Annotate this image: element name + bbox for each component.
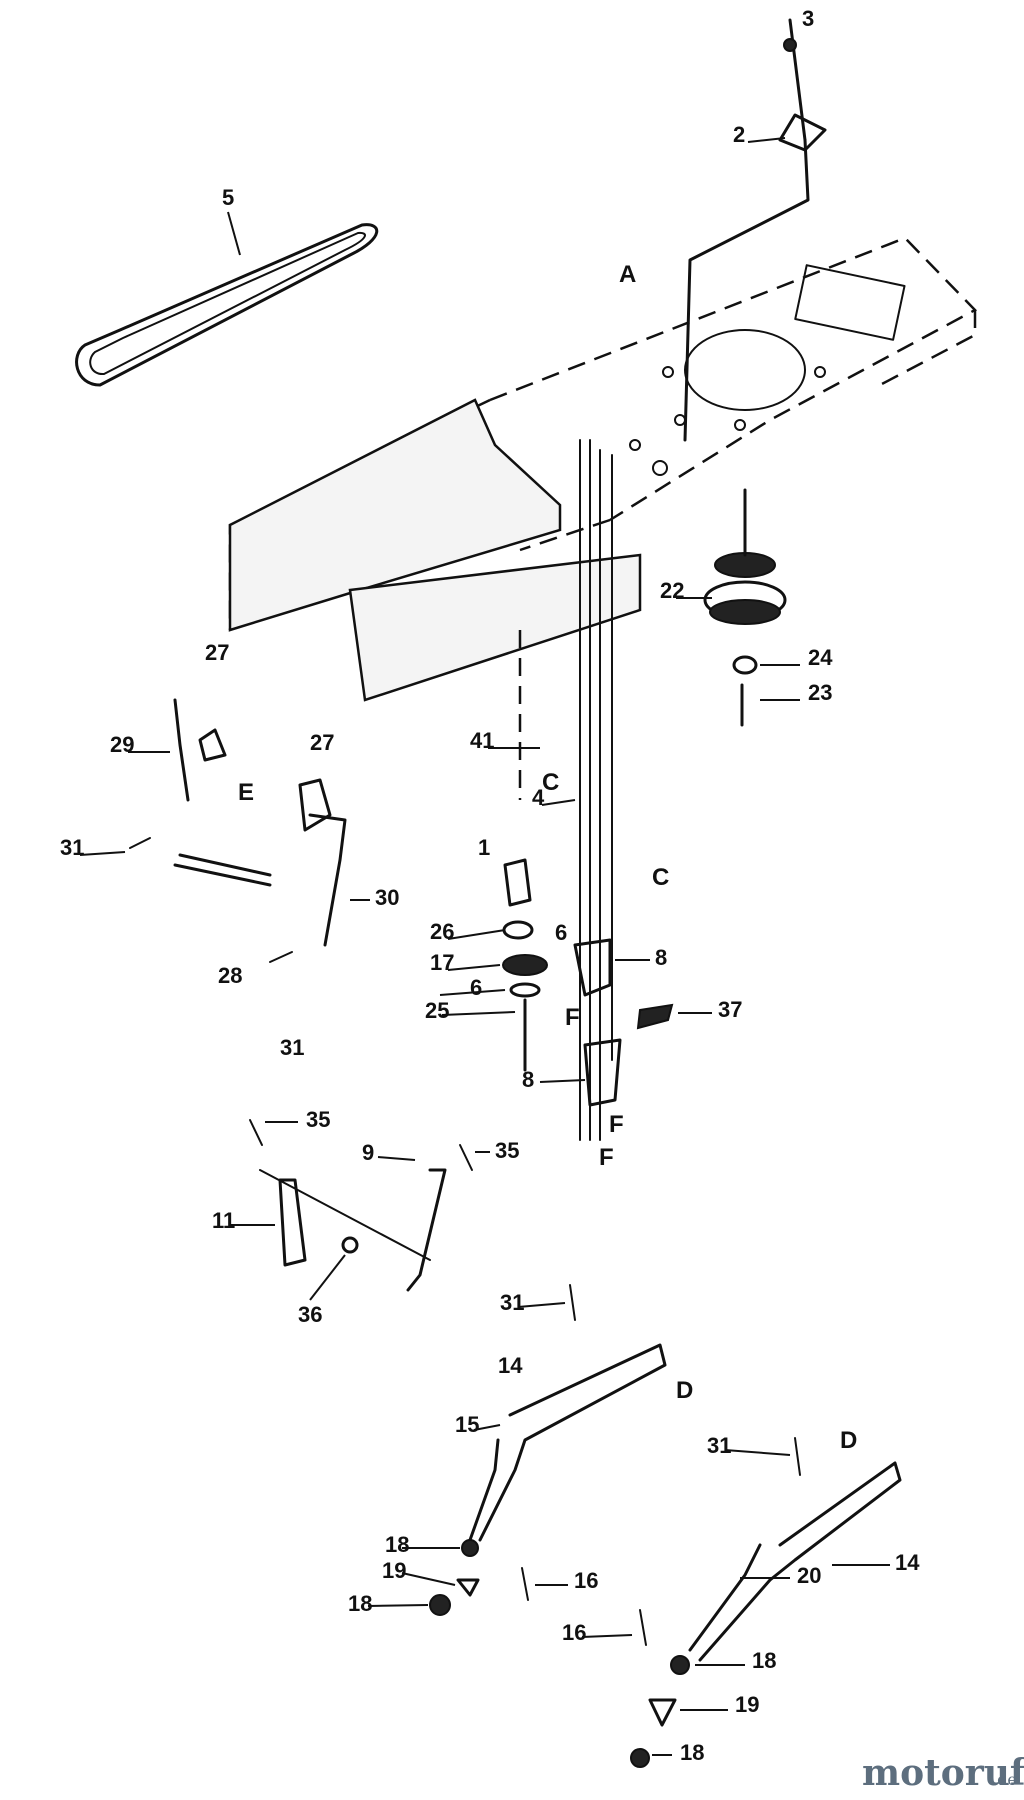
left-lever-set <box>173 698 347 947</box>
ref-C1: C <box>542 769 559 796</box>
ref-A: A <box>619 261 636 288</box>
callout-30: 30 <box>375 885 399 910</box>
callout-8b: 8 <box>522 1067 534 1092</box>
pedal-arm-left <box>429 1343 667 1616</box>
callout-31b: 31 <box>280 1035 304 1060</box>
leader-lines <box>79 137 890 1756</box>
callout-16b: 16 <box>562 1620 586 1645</box>
callout-31c: 31 <box>500 1290 524 1315</box>
callout-5: 5 <box>222 185 234 210</box>
callout-labels: 1 2 3 4 5 6 6 8 8 9 11 14 14 15 16 16 17… <box>60 6 920 1765</box>
callout-9: 9 <box>362 1140 374 1165</box>
callout-14b: 14 <box>895 1550 920 1575</box>
callout-17: 17 <box>430 950 454 975</box>
ref-F2: F <box>609 1111 624 1138</box>
callout-24: 24 <box>808 645 833 670</box>
callout-28: 28 <box>218 963 242 988</box>
watermark-tld: .de <box>992 1770 1017 1789</box>
callout-20: 20 <box>797 1563 821 1588</box>
control-rods <box>518 439 613 1141</box>
top-lever-assembly <box>683 18 827 442</box>
callout-6b: 6 <box>470 975 482 1000</box>
ref-D1: D <box>676 1377 693 1404</box>
ref-F1: F <box>565 1004 580 1031</box>
middle-linkage <box>259 1168 447 1292</box>
drive-belt <box>75 223 379 387</box>
callout-8a: 8 <box>655 945 667 970</box>
callout-19a: 19 <box>382 1558 406 1583</box>
callout-31d: 31 <box>707 1433 731 1458</box>
callout-18b: 18 <box>348 1591 372 1616</box>
callout-35b: 35 <box>495 1138 519 1163</box>
reference-letters: A C C D D E F F F <box>238 261 857 1454</box>
callout-31a: 31 <box>60 835 84 860</box>
ref-F3: F <box>599 1144 614 1171</box>
callout-16a: 16 <box>574 1568 598 1593</box>
callout-41: 41 <box>470 728 494 753</box>
side-rail-panel-right <box>348 553 642 702</box>
callout-23: 23 <box>808 680 832 705</box>
brackets <box>573 938 674 1107</box>
callout-35a: 35 <box>306 1107 330 1132</box>
pedal-arm-right <box>630 1461 902 1768</box>
callout-19b: 19 <box>735 1692 759 1717</box>
callout-14a: 14 <box>498 1353 523 1378</box>
callout-2: 2 <box>733 122 745 147</box>
side-rail-panel-left <box>228 398 562 632</box>
callout-26: 26 <box>430 919 454 944</box>
callout-29: 29 <box>110 732 134 757</box>
callout-27a: 27 <box>205 640 229 665</box>
ref-C2: C <box>652 864 669 891</box>
callout-3: 3 <box>802 6 814 31</box>
callout-15: 15 <box>455 1412 479 1437</box>
callout-18d: 18 <box>680 1740 704 1765</box>
watermark-logo: motoruf .de <box>862 1752 1024 1794</box>
callout-1: 1 <box>478 835 490 860</box>
callout-36: 36 <box>298 1302 322 1327</box>
callout-18c: 18 <box>752 1648 776 1673</box>
idler-pulley <box>703 488 787 727</box>
callout-11: 11 <box>212 1208 235 1233</box>
spacer-bolt-stack <box>502 858 548 1072</box>
callout-6a: 6 <box>555 920 567 945</box>
callout-25: 25 <box>425 998 449 1023</box>
callout-27b: 27 <box>310 730 334 755</box>
callout-37: 37 <box>718 997 742 1022</box>
callout-4: 4 <box>532 785 545 810</box>
ref-D2: D <box>840 1427 857 1454</box>
watermark-brand: motoruf <box>862 1752 1024 1794</box>
ref-E: E <box>238 779 254 806</box>
callout-18a: 18 <box>385 1532 409 1557</box>
cotter-pins <box>129 837 801 1646</box>
callout-22: 22 <box>660 578 684 603</box>
